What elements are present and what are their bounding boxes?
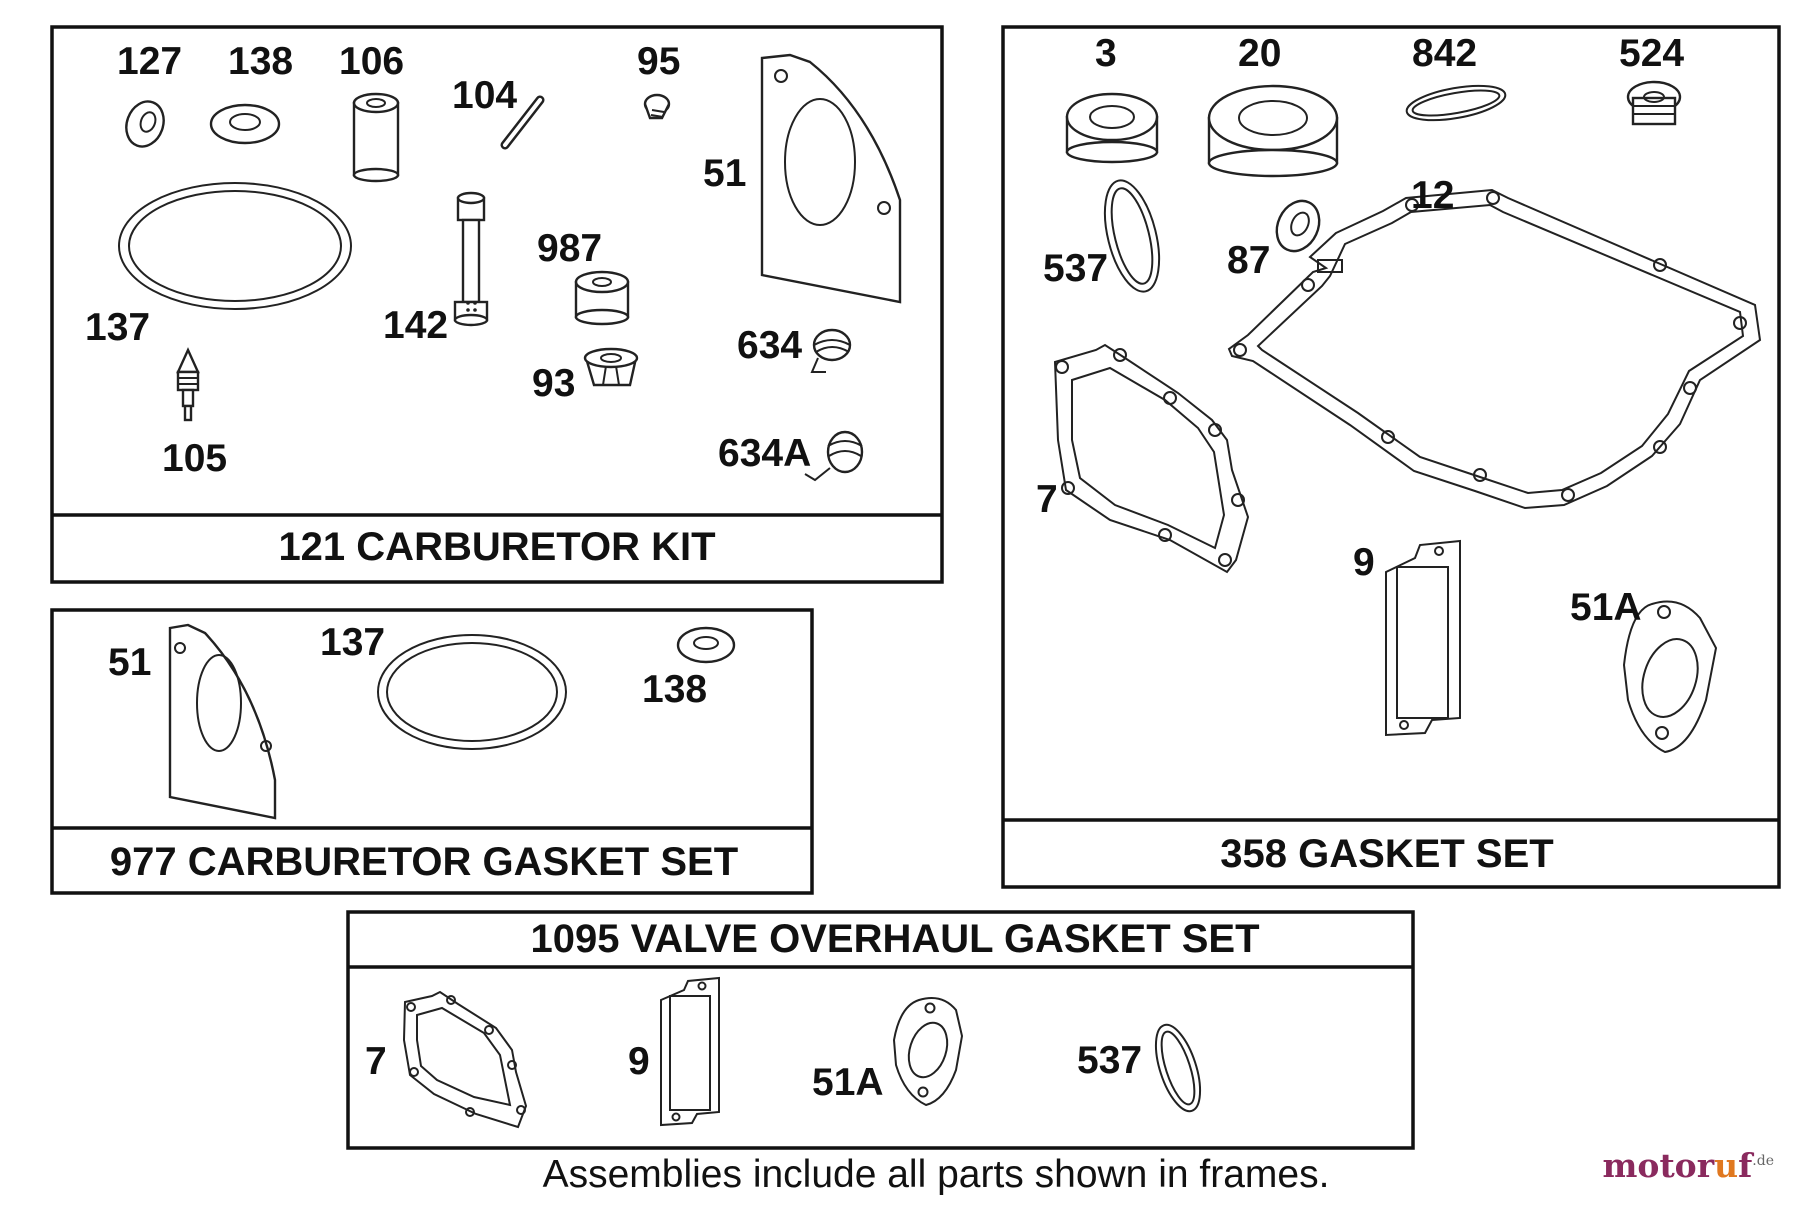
label-3: 3 (1095, 32, 1117, 75)
label-634: 634 (737, 324, 802, 367)
part-106-bushing (352, 92, 400, 183)
part-142-emulsion-tube (453, 191, 489, 327)
part-138-washer (209, 103, 281, 145)
part-20-oil-seal (1207, 84, 1339, 178)
part-524-grommet (1626, 80, 1682, 126)
label-127: 127 (117, 40, 182, 83)
part-138-washer (676, 626, 736, 664)
carburetor-gasket-set-frame: 977 CARBURETOR GASKET SET 51 137 138 (50, 608, 814, 895)
part-137-o-ring (377, 634, 567, 750)
label-104: 104 (452, 74, 517, 117)
carburetor-kit-frame: 121 CARBURETOR KIT (50, 25, 944, 584)
label-105: 105 (162, 437, 227, 480)
part-87-washer (1275, 199, 1321, 253)
part-634a-spring (804, 430, 864, 482)
watermark-logo: motoruf.de (1602, 1146, 1774, 1185)
part-104-pin (500, 95, 545, 150)
part-93-seat (583, 347, 639, 387)
part-3-oil-seal (1065, 92, 1159, 164)
label-138: 138 (642, 668, 707, 711)
carburetor-kit-title: 121 CARBURETOR KIT (278, 525, 715, 569)
label-20: 20 (1238, 32, 1281, 75)
label-51a: 51A (1570, 586, 1642, 629)
gasket-set-frame: 358 GASKET SET (1001, 25, 1781, 889)
footnote: Assemblies include all parts shown in fr… (542, 1153, 1330, 1196)
label-9: 9 (1353, 541, 1375, 584)
part-842-gasket (1405, 84, 1507, 122)
part-51a-intake-gasket (1622, 600, 1718, 754)
label-842: 842 (1412, 32, 1477, 75)
part-51-carb-gasket (760, 53, 902, 304)
part-634-spring (810, 328, 852, 373)
label-524: 524 (1619, 32, 1684, 75)
carburetor-gasket-set-title: 977 CARBURETOR GASKET SET (110, 840, 738, 884)
label-51: 51 (703, 152, 746, 195)
label-7: 7 (1036, 478, 1058, 521)
part-537-o-ring (1103, 179, 1161, 293)
part-7-head-gasket (402, 990, 528, 1129)
part-7-head-gasket (1053, 343, 1250, 574)
label-106: 106 (339, 40, 404, 83)
label-51: 51 (108, 641, 151, 684)
label-137: 137 (85, 306, 150, 349)
part-537-o-ring (1154, 1023, 1202, 1113)
part-9-breather-gasket (1385, 539, 1461, 737)
label-51a: 51A (812, 1061, 884, 1104)
label-95: 95 (637, 40, 680, 83)
label-142: 142 (383, 304, 448, 347)
label-634a: 634A (718, 432, 811, 475)
label-9: 9 (628, 1040, 650, 1083)
part-987-spacer (574, 270, 630, 326)
part-95-screw (643, 93, 671, 120)
part-51a-intake-gasket (892, 997, 964, 1107)
part-127-washer (125, 100, 165, 148)
label-93: 93 (532, 362, 575, 405)
part-9-breather-gasket (660, 976, 720, 1127)
label-987: 987 (537, 227, 602, 270)
label-537: 537 (1043, 247, 1108, 290)
gasket-set-title: 358 GASKET SET (1220, 832, 1553, 876)
label-7: 7 (365, 1040, 387, 1083)
part-137-o-ring (118, 182, 352, 310)
valve-overhaul-gasket-set-frame: 1095 VALVE OVERHAUL GASKET SET (346, 910, 1415, 1150)
label-87: 87 (1227, 239, 1270, 282)
part-105-needle (176, 347, 200, 422)
label-537: 537 (1077, 1039, 1142, 1082)
part-51-carb-gasket (168, 623, 277, 820)
label-138: 138 (228, 40, 293, 83)
label-137: 137 (320, 621, 385, 664)
label-12: 12 (1411, 174, 1454, 217)
valve-overhaul-gasket-set-title: 1095 VALVE OVERHAUL GASKET SET (530, 917, 1259, 961)
part-12-crankcase-gasket (1227, 188, 1762, 510)
